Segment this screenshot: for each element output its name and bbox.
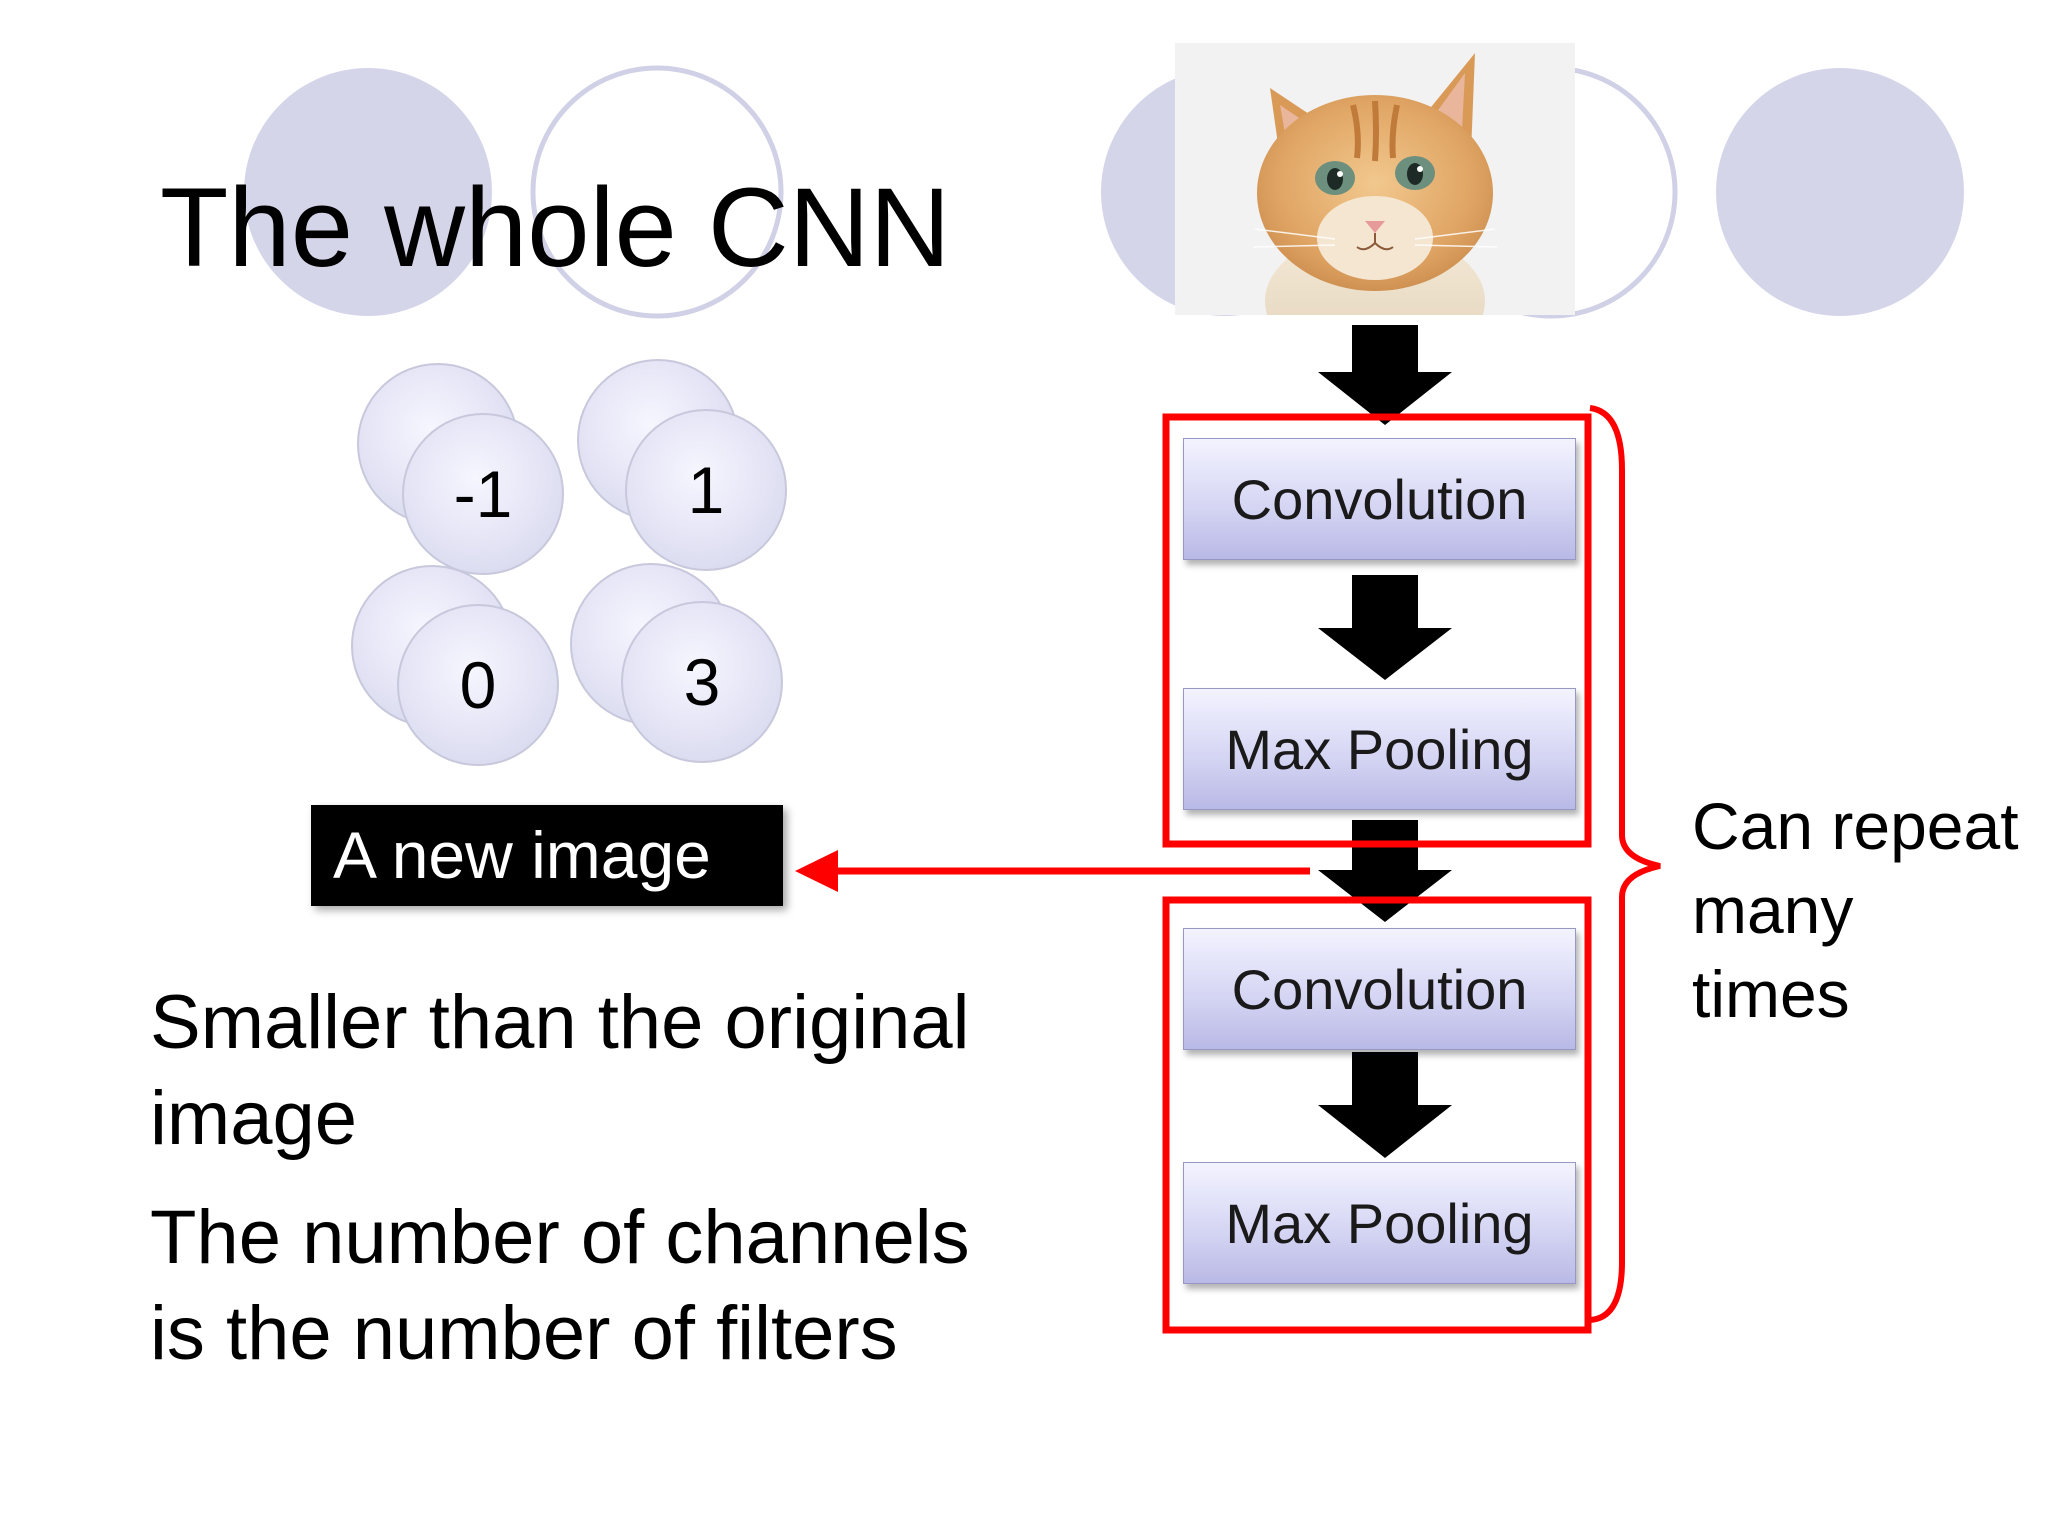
arrow-down-3 xyxy=(1318,820,1452,922)
feature-value: 0 xyxy=(459,648,497,722)
highlight-box-1 xyxy=(1162,413,1592,848)
note-line: is the number of filters xyxy=(150,1291,898,1376)
feature-value: 1 xyxy=(687,453,725,527)
repeat-note-line: Can repeat xyxy=(1692,789,2019,863)
note-line: image xyxy=(150,1076,357,1161)
repeat-note-line: times xyxy=(1692,957,1850,1031)
repeat-note: Can repeat many times xyxy=(1692,784,2019,1036)
highlight-box-2 xyxy=(1162,896,1592,1334)
feature-value: -1 xyxy=(453,457,513,531)
cat-photo xyxy=(1175,43,1575,315)
convolution-layer-box: Convolution xyxy=(1183,928,1576,1050)
slide-title: The whole CNN xyxy=(160,165,951,290)
new-image-label: A new image xyxy=(311,805,783,906)
arrow-down-4 xyxy=(1318,1052,1452,1158)
decor-circle-5 xyxy=(1716,68,1964,316)
feature-map-coins-front xyxy=(397,409,787,766)
note-line: The number of channels xyxy=(150,1195,970,1280)
max-pooling-layer-box: Max Pooling xyxy=(1183,1162,1576,1284)
flow-arrows xyxy=(1318,325,1452,1158)
convolution-layer-box: Convolution xyxy=(1183,438,1576,560)
repeat-note-line: many xyxy=(1692,873,1854,947)
repeat-brace xyxy=(1589,405,1661,1323)
max-pooling-layer-box: Max Pooling xyxy=(1183,688,1576,810)
feature-value: 3 xyxy=(683,645,721,719)
decor-circle-2 xyxy=(530,65,784,319)
note-line: Smaller than the original xyxy=(150,980,970,1065)
arrow-down-1 xyxy=(1318,325,1452,425)
decor-circle-1 xyxy=(244,68,492,316)
arrow-down-2 xyxy=(1318,575,1452,680)
new-image-arrow-head xyxy=(795,850,838,892)
